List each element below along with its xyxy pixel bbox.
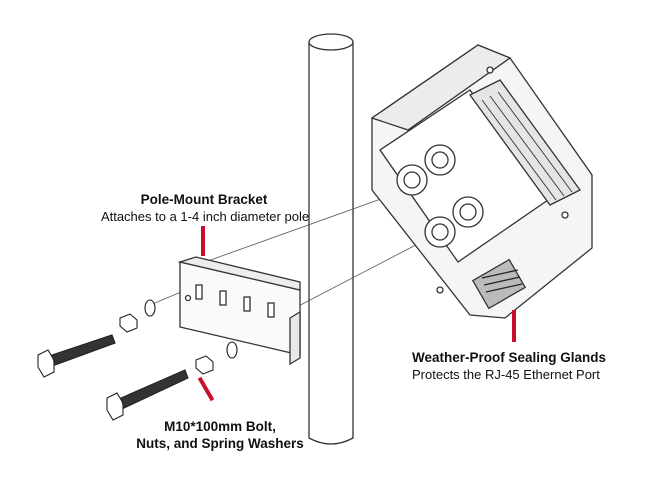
callout-markers xyxy=(197,226,516,402)
glands-callout-marker xyxy=(512,310,516,342)
ethernet-gland xyxy=(471,258,527,310)
radio-unit xyxy=(370,44,593,319)
washers-and-nuts xyxy=(119,299,238,375)
bolt-lower xyxy=(106,369,189,421)
bracket-description: Attaches to a 1-4 inch diameter pole xyxy=(100,209,310,224)
hardware-label-line2: Nuts, and Spring Washers xyxy=(136,436,304,451)
pole-mount-bracket xyxy=(177,256,301,366)
hardware-label-line1: M10*100mm Bolt, xyxy=(164,419,276,434)
mounting-pole xyxy=(308,33,354,445)
glands-title: Weather-Proof Sealing Glands xyxy=(412,350,607,365)
bracket-callout-marker xyxy=(201,226,205,256)
antenna-connectors xyxy=(396,144,484,248)
bracket-title: Pole-Mount Bracket xyxy=(140,192,268,207)
bolt-upper xyxy=(37,334,116,378)
glands-description: Protects the RJ-45 Ethernet Port xyxy=(412,367,600,382)
hardware-callout-marker xyxy=(197,376,215,402)
